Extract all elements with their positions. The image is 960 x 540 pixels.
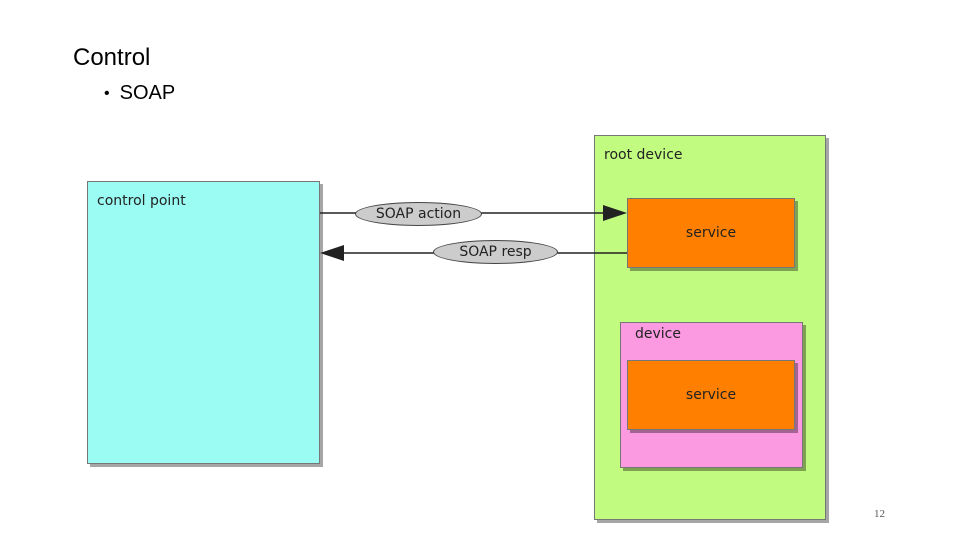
control-point-box: control point (87, 181, 320, 464)
bullet-text: SOAP (119, 82, 176, 104)
root-service-box: service (627, 198, 795, 268)
page-number: 12 (874, 508, 885, 520)
bullet-dot-icon: • (104, 84, 110, 102)
soap-resp-arrowhead-icon (320, 245, 344, 261)
device-label: device (635, 326, 681, 342)
nested-service-box: service (627, 360, 795, 430)
soap-resp-message: SOAP resp (433, 240, 558, 264)
soap-action-message: SOAP action (355, 202, 482, 226)
soap-action-arrowhead-icon (603, 205, 627, 221)
slide-title: Control (73, 44, 151, 71)
control-point-label: control point (97, 193, 186, 209)
root-device-label: root device (604, 147, 683, 163)
bullet-item: • SOAP (104, 82, 175, 105)
